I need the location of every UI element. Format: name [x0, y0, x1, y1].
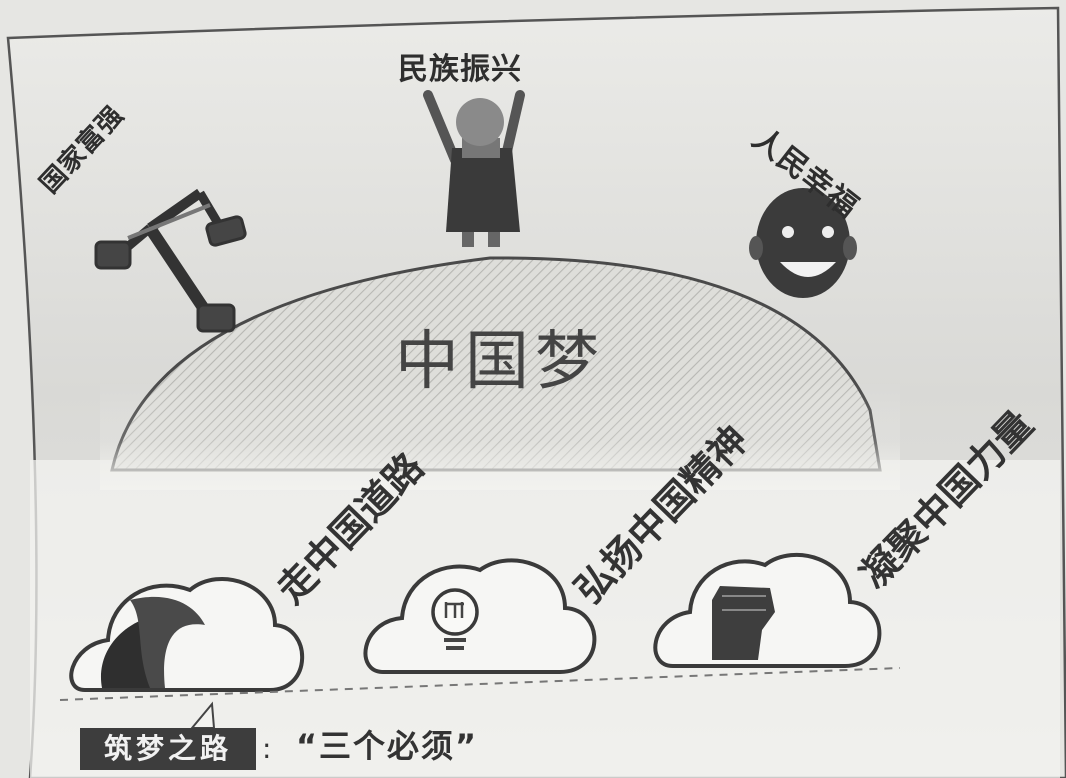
center-label-chinese-dream: 中国梦 [395, 325, 605, 399]
smiling-face-icon [749, 188, 857, 298]
footer-text: “三个必须” [296, 727, 479, 765]
road-cloud-icon [69, 577, 305, 692]
goal-label-national-rejuvenation: 民族振兴 [398, 52, 522, 87]
crane-icon [94, 188, 247, 333]
footer-tag: 筑梦之路 [80, 728, 256, 770]
fist-cloud-icon [653, 553, 882, 668]
lightbulb-cloud-icon [363, 558, 597, 674]
footer-colon: : [262, 732, 272, 765]
athlete-icon [423, 90, 525, 247]
dashed-divider [59, 667, 901, 701]
